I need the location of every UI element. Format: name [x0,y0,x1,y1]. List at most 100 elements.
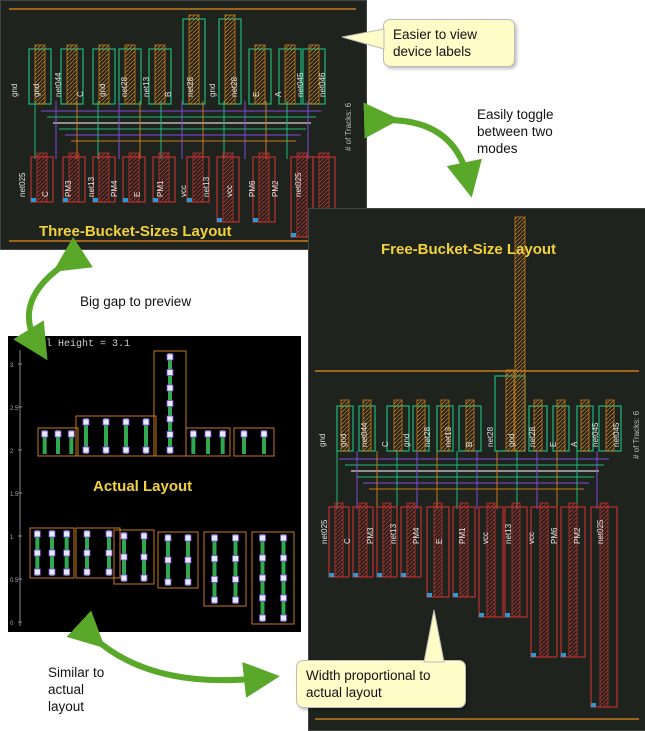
contact [54,430,62,438]
net-label: E [549,442,558,447]
actual-layout-title: Actual Layout [93,478,193,495]
contact [184,578,192,586]
pmos-label: PM2 [573,527,582,544]
net-label: net045 [591,422,600,447]
contact [211,555,218,563]
pmos-contact [505,613,510,617]
cell-height-label: Cell Height = 3.1 [28,339,131,350]
contact [142,418,150,426]
contact [63,549,71,557]
contact [122,418,130,426]
nmos-gate [580,399,590,452]
contact [140,553,148,561]
contact [83,549,91,557]
track-count-label: # of Tracks: 6 [344,102,353,151]
pmos-contact [291,233,296,237]
axis-tick-label: 1 [10,535,14,541]
cell-outline [185,427,231,457]
similar-note: Similar to actual layout [48,665,105,714]
net-label: C [76,91,85,97]
contact [33,549,41,557]
cell-outline [75,527,121,579]
poly-gate [212,534,217,604]
actual-layout-canvas: 32.521.510.50 [10,350,295,627]
cell-outline [75,415,157,457]
pmos-contact [561,653,566,657]
contact [211,534,218,542]
pmos-contact [63,198,68,202]
gap-arrow [13,237,93,361]
callout-width-pointer [423,609,445,663]
tall-gate [514,216,526,452]
net-label: C [381,441,390,447]
track-count-label: # of Tracks: 6 [632,410,641,459]
poly-gate [124,418,128,454]
net-label: gnd [208,84,217,97]
net-label: gnd [10,84,19,97]
pmos-contact [531,653,536,657]
pmos-gate [539,502,549,658]
contact [82,418,90,426]
pmos-label: PM3 [366,527,375,544]
pmos-label: vcc [179,185,188,197]
poly-gate [191,430,196,454]
contact [166,369,174,376]
net-label: gnd [318,434,327,447]
pmos-gate [192,152,204,203]
contact [189,430,197,438]
nmos-gate [556,399,566,452]
net-label: E [252,92,261,97]
poly-gate [206,430,210,454]
nmos-gate [154,44,166,105]
pmos-label: vcc [481,532,490,544]
pmos-contact [427,593,432,597]
callout-device-labels-text: Easier to view device labels [393,27,478,59]
net-label: gnd [339,434,348,447]
contact [280,554,287,562]
cell-outline [157,531,199,589]
pmos-label: net025 [320,519,329,544]
poly-gate [104,418,108,454]
poly-gate [69,430,74,454]
net-label: net13 [142,76,151,97]
contact [140,532,148,540]
poly-gate [233,534,238,604]
pmos-gate [382,502,392,578]
pmos-label: C [343,538,352,544]
pmos-gate [128,152,140,203]
nmos-gate [393,399,403,452]
pmos-contact [31,198,36,202]
contact [122,446,130,454]
nmos-gate [340,399,350,452]
contact [140,574,148,582]
contact [166,431,174,438]
contact [48,530,56,538]
net-label: net046 [318,72,327,97]
poly-gate [144,418,148,454]
pmos-contact [479,613,484,617]
axis-tick-label: 3 [10,363,14,369]
contact [166,446,174,454]
axis-tick-label: 2.5 [10,406,19,412]
pmos-label: PM1 [458,527,467,544]
contact [120,532,128,540]
contact [259,574,266,582]
pmos-gate [459,502,469,598]
net-label: net28 [528,426,537,447]
contact [102,446,110,454]
contact [211,596,218,604]
nmos-gate [308,44,320,105]
contact [41,430,49,438]
contact [120,574,128,582]
contact [67,430,75,438]
contact [259,554,266,562]
poly-gate [56,430,60,454]
contact [240,430,248,438]
net-label: net044 [54,72,63,97]
axis-tick-label: 0 [10,621,14,627]
